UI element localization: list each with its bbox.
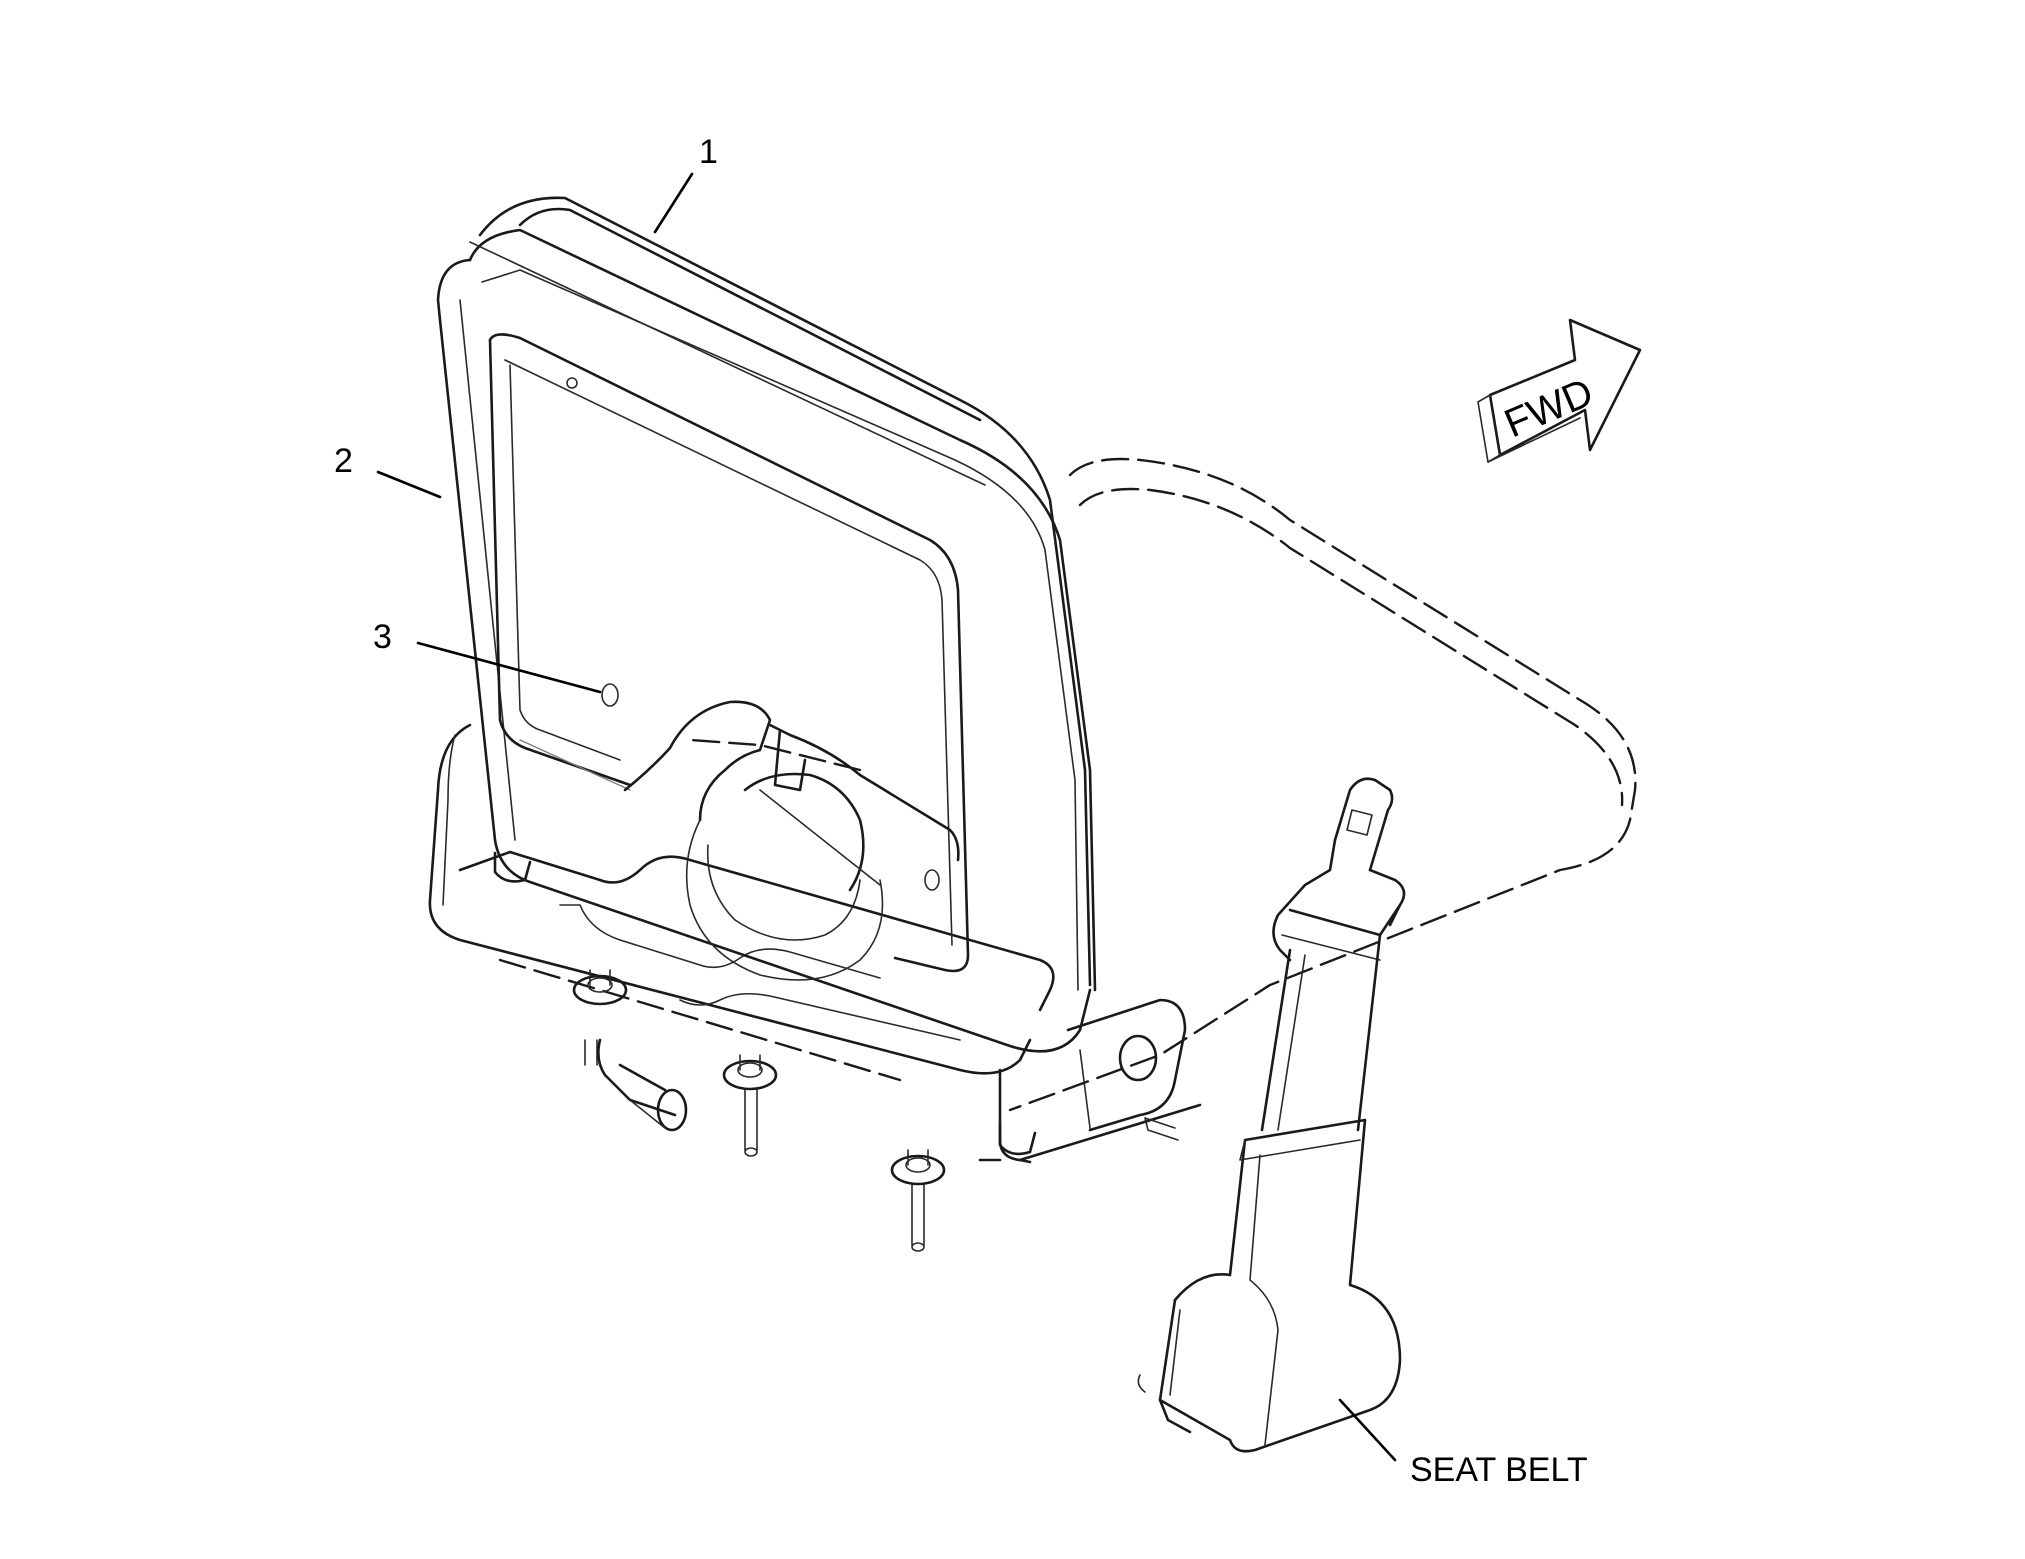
seat-belt-buckle xyxy=(1137,1118,1402,1453)
callout-seat-belt: SEAT BELT xyxy=(1410,1451,1588,1489)
belt-clip xyxy=(1144,1117,1179,1141)
fwd-label: FWD xyxy=(1498,370,1599,446)
callout-item-3: 3 xyxy=(373,618,392,656)
fwd-direction-arrow: FWD xyxy=(1477,318,1642,463)
seat-back-frame xyxy=(436,228,1097,1053)
hinge-plate xyxy=(1066,998,1187,1132)
leader-lines xyxy=(376,172,1397,1462)
seat-base-bracket xyxy=(428,723,1202,1164)
seat-belt-latch xyxy=(1260,777,1406,1132)
seat-cushion-outline xyxy=(688,457,1637,1112)
seat-back-cushion xyxy=(469,196,1092,987)
callout-item-1: 1 xyxy=(699,133,718,171)
callout-item-2: 2 xyxy=(334,442,353,480)
mounting-hardware xyxy=(493,851,1037,1252)
